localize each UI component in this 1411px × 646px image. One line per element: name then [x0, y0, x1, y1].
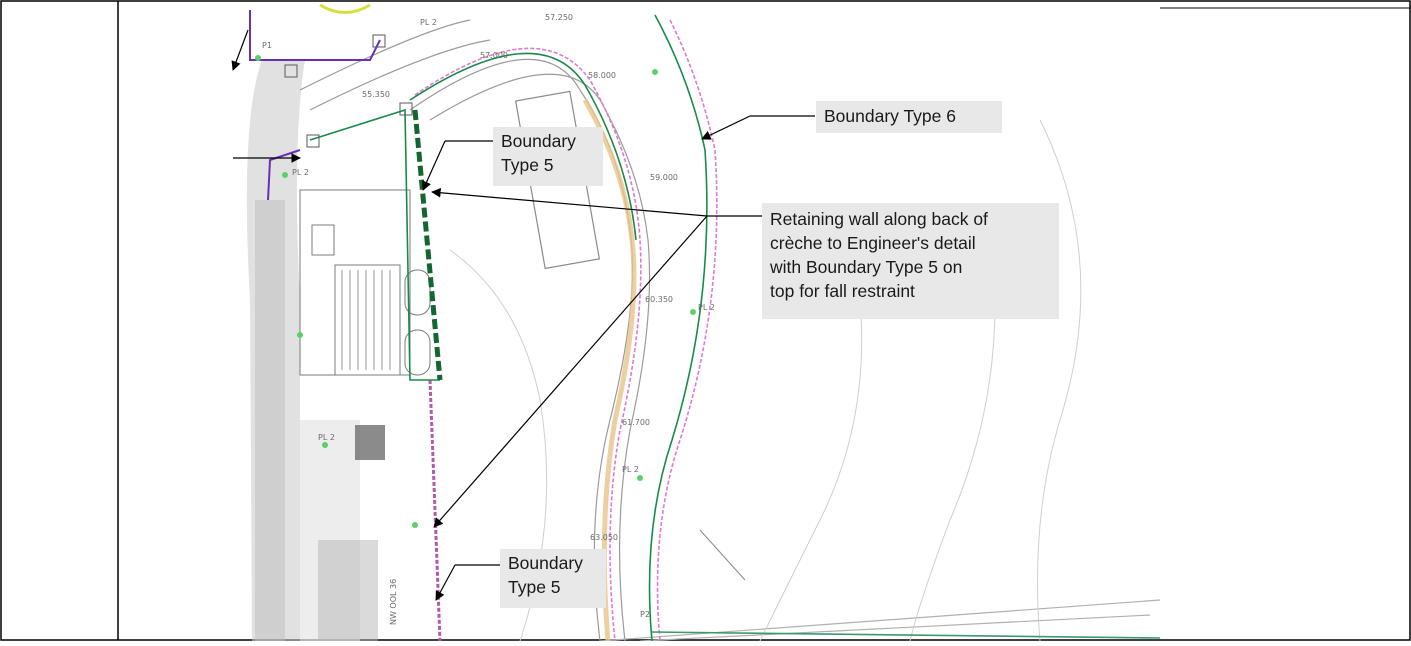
pl2-label-c: PL 2 — [318, 433, 335, 442]
road-strip — [246, 60, 385, 641]
small-room — [311, 224, 335, 256]
callout-line: Retaining wall along back of — [770, 209, 988, 229]
callout-line: Boundary — [501, 131, 576, 151]
marker-1 — [282, 172, 288, 178]
marker-2 — [297, 332, 303, 338]
road-edge-3 — [299, 19, 471, 91]
building-outline — [299, 189, 411, 376]
pink-boundaries — [414, 19, 718, 642]
lower-road-edge — [599, 599, 1161, 642]
leader-type5-top-arrow — [422, 140, 446, 191]
pl2-label-e: PL 2 — [698, 303, 715, 312]
leader-type6-arrow — [701, 115, 751, 140]
box-1 — [284, 64, 298, 78]
parking-block — [318, 540, 378, 641]
thick-dashed-wall — [412, 109, 443, 381]
p1-label: P1 — [262, 41, 272, 50]
drawing-labels: 57.000 58.000 55.350 59.000 60.350 61.70… — [262, 13, 715, 625]
marker-6 — [690, 309, 696, 315]
contour-4 — [1037, 119, 1082, 642]
green-inner — [409, 52, 637, 241]
box-markers — [284, 34, 413, 148]
dark-square — [355, 425, 385, 460]
road-curves — [299, 19, 1161, 642]
callout-boundary-type-5-bottom: Boundary Type 5 — [500, 549, 606, 608]
callout-boundary-type-6: Boundary Type 6 — [816, 101, 1002, 133]
green-building-edge — [309, 108, 440, 381]
short-line — [699, 529, 746, 581]
marker-3 — [322, 442, 328, 448]
leader-left-top — [231, 29, 249, 71]
stair-lines — [341, 270, 391, 370]
level-label-3: 55.350 — [362, 90, 390, 99]
callout-line: Type 5 — [501, 155, 554, 175]
level-label-1: 57.000 — [480, 51, 508, 60]
purple-boundaries — [249, 10, 381, 201]
pl2-label-d: PL 2 — [622, 465, 639, 474]
markers — [255, 55, 696, 528]
lower-road-edge-2 — [639, 614, 1151, 642]
marker-8 — [255, 55, 261, 61]
level-label-7: 63.050 — [590, 533, 618, 542]
callout-line: crèche to Engineer's detail — [770, 233, 976, 253]
callout-retaining-wall: Retaining wall along back of crèche to E… — [762, 203, 1059, 319]
green-bottom — [651, 631, 1161, 639]
green-boundaries — [309, 14, 1161, 642]
marker-7 — [652, 69, 658, 75]
pl2-label-a: PL 2 — [292, 168, 309, 177]
pink-inner — [414, 47, 642, 642]
building — [299, 189, 431, 376]
level-label-2: 58.000 — [588, 71, 616, 80]
road-lane — [255, 200, 285, 641]
callout-line: top for fall restraint — [770, 281, 915, 301]
callout-line: Boundary Type 6 — [824, 106, 956, 126]
leader-wall-arrow-1 — [431, 187, 708, 217]
orange-strip — [582, 98, 637, 642]
pink-dashed-wall — [428, 379, 442, 642]
marker-5 — [637, 475, 643, 481]
leader-wall-arrow-2 — [433, 215, 708, 528]
level-label-4: 59.000 — [650, 173, 678, 182]
pink-outer — [656, 19, 718, 642]
box-4 — [306, 134, 320, 148]
level-label-6: 61.700 — [622, 418, 650, 427]
pill-shape-2 — [404, 329, 431, 376]
p2-label: P2 — [640, 610, 650, 619]
green-outer — [648, 14, 708, 642]
top-arc — [319, 3, 371, 14]
box-2 — [372, 34, 386, 48]
callout-boundary-type-5-top: Boundary Type 5 — [493, 127, 603, 186]
road-edge-2 — [429, 73, 651, 642]
callout-line: with Boundary Type 5 on — [770, 257, 963, 277]
level-label-5: 60.350 — [645, 295, 673, 304]
road-name-label: NW OOL 36 — [389, 579, 398, 625]
purple-left — [267, 149, 301, 201]
pl2-label-b: PL 2 — [420, 18, 437, 27]
callout-line: Type 5 — [508, 577, 561, 597]
contours — [449, 119, 1082, 642]
purple-top — [249, 10, 381, 61]
stair-block — [334, 264, 401, 376]
road-edge-4 — [309, 39, 491, 111]
box-3 — [399, 102, 413, 116]
callout-line: Boundary — [508, 553, 583, 573]
leader-lines — [231, 29, 815, 601]
contour-2 — [759, 299, 863, 642]
leader-type5-bottom-arrow — [435, 564, 456, 601]
level-label-8: 57.250 — [545, 13, 573, 22]
marker-4 — [412, 522, 418, 528]
